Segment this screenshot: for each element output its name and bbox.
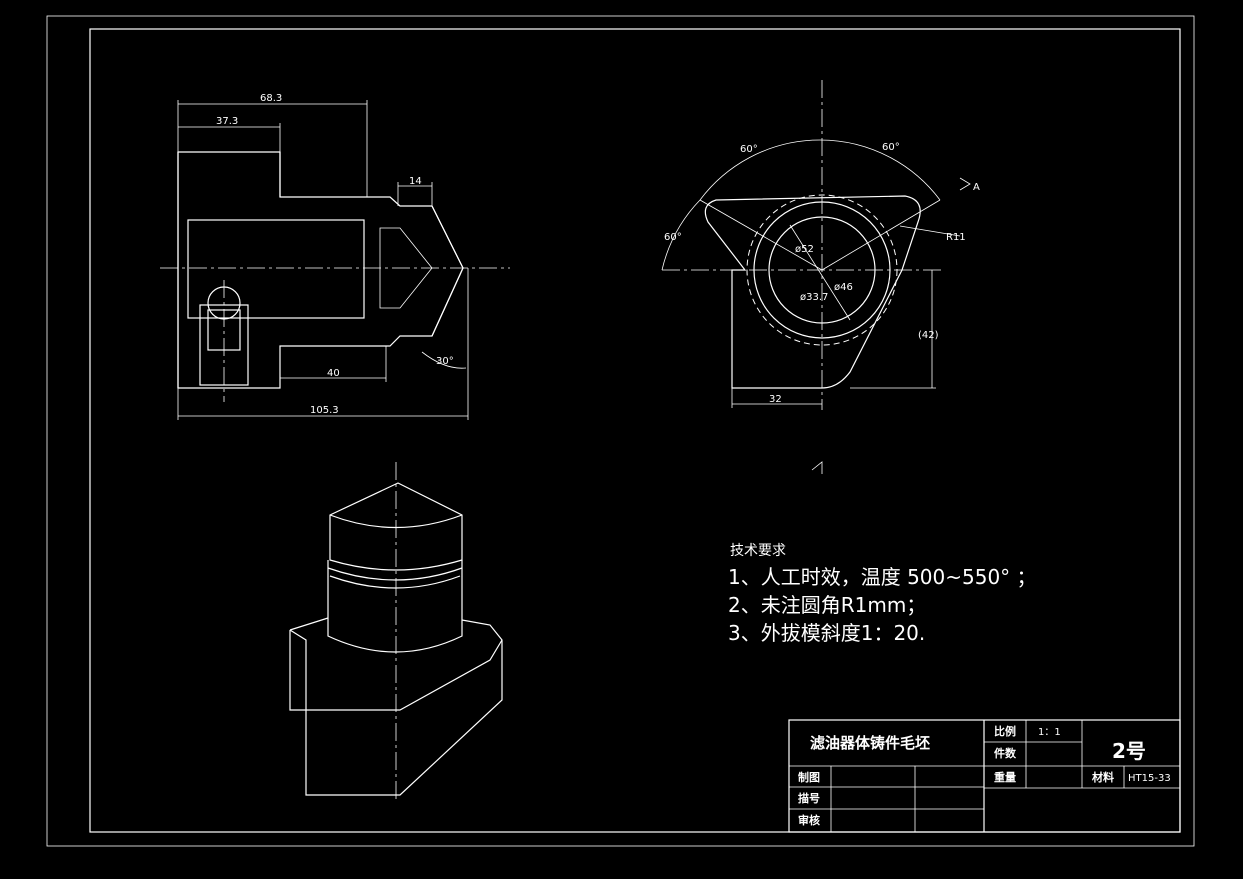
- section-mark-a: A: [973, 182, 980, 193]
- tech-item-1: 1、人工时效，温度 500~550° ；: [728, 565, 1037, 589]
- technical-requirements: 技术要求 1、人工时效，温度 500~550° ； 2、未注圆角R1mm； 3、…: [728, 543, 1037, 645]
- outer-border: [46, 15, 1195, 847]
- dim-30-deg: 30°: [436, 356, 454, 367]
- title-block: 滤油器体铸件毛坯 比例 1：1 件数 2号 重量 材料 HT15-33 制图 描…: [788, 719, 1181, 833]
- dim-dia-33-7: ø33.7: [800, 292, 828, 303]
- dim-angle-left: 60°: [740, 144, 758, 155]
- qty-label: 件数: [994, 746, 1017, 760]
- dim-dia-52: ø52: [795, 244, 814, 255]
- isometric-view: [289, 462, 503, 800]
- section-view: 68.3 37.3 14 40 105.3 30°: [160, 93, 510, 420]
- scale-value: 1：1: [1038, 727, 1061, 738]
- tech-item-3: 3、外拔模斜度1：20.: [728, 621, 925, 645]
- dim-68-3: 68.3: [260, 93, 282, 104]
- dim-105-3: 105.3: [310, 405, 339, 416]
- dim-angle-side: 60°: [664, 232, 682, 243]
- part-name: 滤油器体铸件毛坯: [810, 734, 930, 752]
- dim-angle-right: 60°: [882, 142, 900, 153]
- dim-r11: R11: [946, 232, 966, 243]
- dim-dia-46: ø46: [834, 282, 853, 293]
- dim-32: 32: [769, 394, 782, 405]
- weight-label: 重量: [994, 770, 1016, 784]
- material-value: HT15-33: [1128, 773, 1171, 784]
- inner-border: [89, 28, 1181, 833]
- drawn-label: 制图: [798, 770, 820, 784]
- dim-40: 40: [327, 368, 340, 379]
- drawing-number: 2号: [1112, 739, 1146, 763]
- checked-label: 审核: [798, 813, 820, 827]
- material-label: 材料: [1092, 770, 1114, 784]
- dim-14: 14: [409, 176, 422, 187]
- dim-42: (42): [918, 330, 939, 341]
- tech-title: 技术要求: [730, 543, 786, 559]
- tech-item-2: 2、未注圆角R1mm；: [728, 593, 926, 617]
- end-view: 60° 60° 60° R11 ø52 ø46 ø33.7 (42) 32 A: [661, 80, 980, 474]
- scale-label: 比例: [994, 724, 1016, 738]
- dim-37-3: 37.3: [216, 116, 238, 127]
- drafted-label: 描号: [798, 791, 820, 805]
